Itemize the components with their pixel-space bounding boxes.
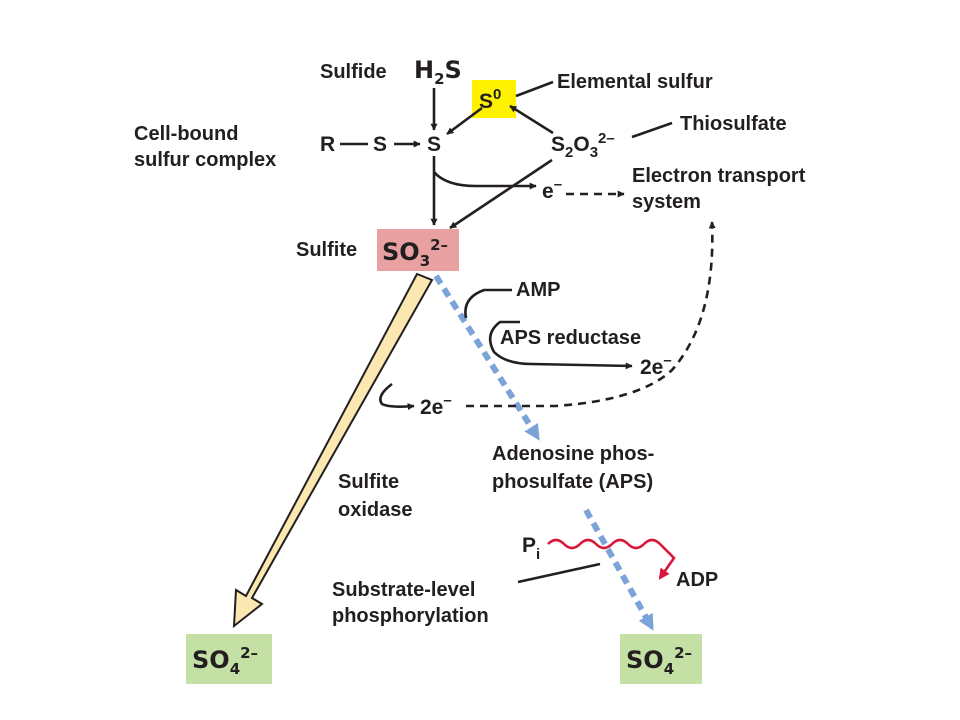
- lower-2e-branch: [379, 382, 415, 411]
- chem-s-center: S: [427, 133, 441, 156]
- electron-branch-upper: [433, 171, 537, 190]
- label-thiosulfate: Thiosulfate: [680, 113, 787, 135]
- amp-branch: [464, 288, 512, 319]
- so4-right-box: [620, 634, 702, 684]
- label-sulfite-oxidase-1: Sulfite: [338, 471, 399, 493]
- label-sulfite: Sulfite: [296, 239, 357, 261]
- so4-left-box: [186, 634, 272, 684]
- chem-e-minus: e–: [542, 176, 562, 203]
- label-elemental-sulfur: Elemental sulfur: [557, 71, 713, 93]
- label-cell-bound-2: sulfur complex: [134, 149, 276, 171]
- chem-h2s: H2S: [414, 56, 462, 88]
- label-sulfide: Sulfide: [320, 61, 387, 83]
- chem-2e-right: 2e–: [640, 352, 672, 379]
- electron-return-dashed: [466, 221, 716, 408]
- s0-to-s-arrow: [446, 106, 483, 136]
- thio-to-sulfite-arrow: [449, 158, 553, 230]
- label-substrate-level-2: phosphorylation: [332, 605, 489, 627]
- substrate-level-leader: [517, 562, 601, 584]
- label-aps-reductase: APS reductase: [500, 327, 641, 349]
- sulfite-oxidase-arrow: [232, 272, 434, 629]
- aps-path-upper: [433, 274, 541, 441]
- chem-s0: S0: [479, 86, 501, 113]
- label-cell-bound-1: Cell-bound: [134, 123, 238, 145]
- label-adp: ADP: [676, 569, 718, 591]
- label-amp: AMP: [516, 279, 560, 301]
- s0-box: [472, 80, 516, 118]
- label-electron-transport-2: system: [632, 191, 701, 213]
- chem-so3: SO32–: [382, 236, 448, 270]
- label-aps-1: Adenosine phos-: [492, 443, 654, 465]
- chem-r: R: [320, 133, 335, 156]
- so3-box: [377, 229, 459, 271]
- pi-to-adp-arrow: [547, 538, 676, 580]
- label-electron-transport-1: Electron transport: [632, 165, 806, 187]
- aps-path-lower: [583, 508, 655, 631]
- chem-so4-right: SO42–: [626, 644, 692, 678]
- chem-pi: Pi: [522, 534, 540, 563]
- aps-reductase-branch: [488, 320, 633, 370]
- elemental-sulfur-leader: [515, 80, 554, 98]
- chem-s-left: S: [373, 133, 387, 156]
- thiosulfate-leader: [631, 121, 673, 139]
- label-substrate-level-1: Substrate-level: [332, 579, 475, 601]
- label-aps-2: phosulfate (APS): [492, 471, 653, 493]
- chem-so4-left: SO42–: [192, 644, 258, 678]
- label-sulfite-oxidase-2: oxidase: [338, 499, 412, 521]
- chem-2e-left: 2e–: [420, 392, 452, 419]
- chem-thiosulfate: S2O32–: [551, 130, 615, 161]
- thio-to-s0-arrow: [509, 104, 554, 135]
